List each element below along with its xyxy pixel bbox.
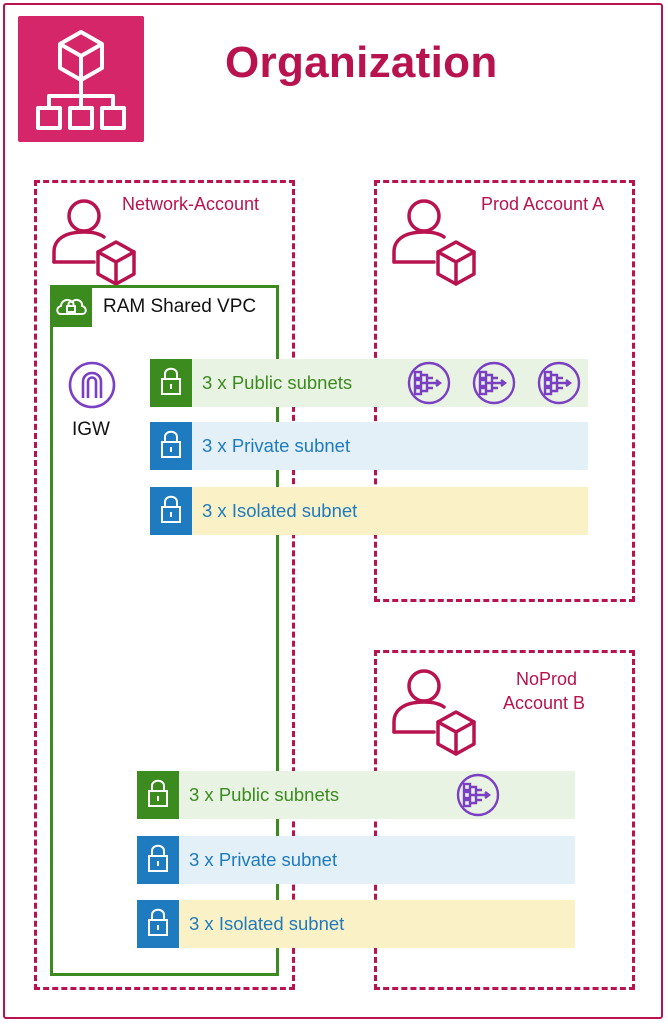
internet-gateway-icon (67, 360, 117, 410)
prod-isolated-subnet: 3 x Isolated subnet (150, 487, 588, 535)
prod-private-subnet: 3 x Private subnet (150, 422, 588, 470)
organization-title: Organization (225, 38, 498, 87)
prod-isolated-subnet-label: 3 x Isolated subnet (202, 500, 358, 521)
network-account-label: Network-Account (122, 194, 260, 214)
noprod-account-label-line2: Account B (503, 693, 586, 713)
lock-icon (150, 359, 192, 407)
noprod-private-subnet-label: 3 x Private subnet (189, 849, 338, 870)
lock-icon (137, 900, 179, 948)
igw-label: IGW (72, 419, 110, 440)
network-account-box (34, 180, 295, 990)
noprod-account-box (374, 650, 635, 990)
lock-icon (150, 422, 192, 470)
prod-public-subnets-label: 3 x Public subnets (202, 372, 353, 393)
load-balancer-icon (406, 360, 452, 406)
noprod-public-subnets-label: 3 x Public subnets (189, 784, 340, 805)
prod-account-user-icon (390, 196, 480, 286)
noprod-isolated-subnet: 3 x Isolated subnet (137, 900, 575, 948)
noprod-private-subnet: 3 x Private subnet (137, 836, 575, 884)
shared-vpc-box (50, 285, 279, 976)
noprod-isolated-subnet-label: 3 x Isolated subnet (189, 913, 345, 934)
organization-icon (18, 16, 144, 142)
load-balancer-icon (455, 772, 501, 818)
prod-public-subnets: 3 x Public subnets (150, 359, 588, 407)
noprod-account-user-icon (390, 666, 480, 756)
load-balancer-icon (471, 360, 517, 406)
vpc-cloud-lock-icon (50, 285, 92, 327)
vpc-label: RAM Shared VPC (103, 296, 257, 317)
load-balancer-icon (536, 360, 582, 406)
prod-private-subnet-label: 3 x Private subnet (202, 435, 351, 456)
lock-icon (137, 836, 179, 884)
prod-account-label: Prod Account A (481, 194, 605, 214)
lock-icon (150, 487, 192, 535)
network-account-user-icon (50, 196, 140, 286)
lock-icon (137, 771, 179, 819)
noprod-account-label-line1: NoProd (516, 669, 578, 689)
noprod-public-subnets: 3 x Public subnets (137, 771, 575, 819)
organization-frame (3, 3, 663, 1019)
